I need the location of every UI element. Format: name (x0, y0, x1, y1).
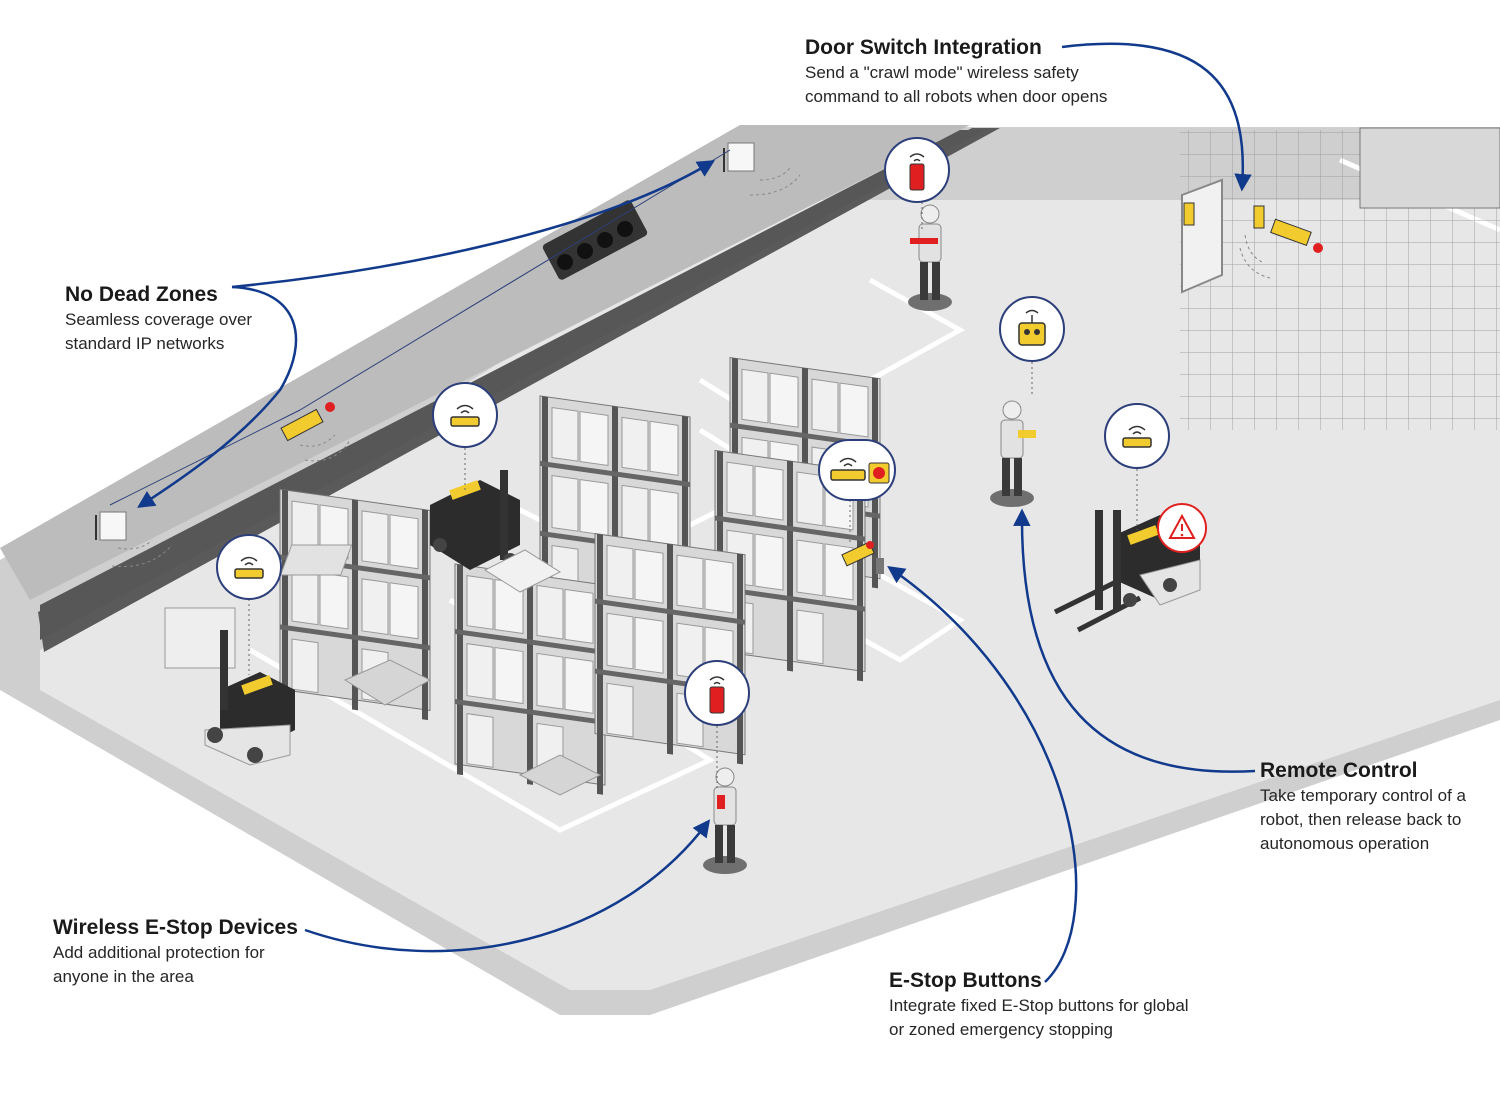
rack-estop-button (866, 541, 874, 549)
estop-buttons-connector (887, 566, 1078, 983)
rack-front-right (594, 533, 746, 766)
callout-title: Door Switch Integration (805, 36, 1042, 59)
wifi-access-point-icon (216, 534, 282, 600)
estop-button-icon (830, 457, 890, 484)
access-point-badge-right (1104, 403, 1170, 469)
worker-estop-handheld (717, 795, 725, 809)
wireless-estop-remote-icon (684, 660, 750, 726)
wifi-access-point-icon (432, 382, 498, 448)
no-dead-zones-connector-up (231, 160, 715, 289)
wifi-access-point-icon (1104, 403, 1170, 469)
wall-access-point-top (727, 142, 755, 172)
estop-button-badge (818, 439, 896, 501)
worker-remote-controller (1018, 430, 1036, 438)
callout-wireless-estop: Wireless E-Stop Devices Add additional p… (53, 915, 313, 989)
wall-estop-device (280, 408, 324, 442)
estop-handheld-badge-front (684, 660, 750, 726)
robot-remote-badge (999, 296, 1065, 362)
callout-description: Add additional protection for anyone in … (53, 943, 265, 986)
door-switch-transmitter (1270, 218, 1312, 247)
callout-door-switch: Door Switch Integration Send a "crawl mo… (805, 35, 1165, 109)
fence-door (1181, 178, 1223, 294)
back-rack-behind-fence (1359, 127, 1500, 209)
aisle-dark (40, 130, 985, 640)
door-switch-right (1253, 205, 1265, 229)
callout-description: Send a "crawl mode" wireless safety comm… (805, 63, 1108, 106)
wireless-estop-remote-icon (884, 137, 950, 203)
robot-left (164, 607, 295, 766)
callout-title: Remote Control (1260, 759, 1418, 782)
wall-estop-button (325, 402, 335, 412)
callout-remote-control: Remote Control Take temporary control of… (1260, 758, 1490, 856)
warning-badge (1157, 503, 1207, 553)
warning-triangle-icon (1168, 513, 1196, 539)
loading-aisle (38, 128, 1000, 652)
wall-access-point-left (99, 511, 127, 541)
callout-no-dead-zones: No Dead Zones Seamless coverage over sta… (65, 282, 275, 356)
robot-remote-control-icon (1018, 309, 1046, 346)
callout-description: Integrate fixed E-Stop buttons for globa… (889, 996, 1189, 1039)
callout-title: No Dead Zones (65, 283, 218, 306)
wall-top-band (0, 125, 970, 600)
remote-control-connector (1013, 508, 1256, 773)
callout-title: E-Stop Buttons (889, 969, 1042, 992)
door-switch-left (1183, 202, 1195, 226)
door-switch-connector (1061, 42, 1252, 192)
estop-handheld-badge-top (884, 137, 950, 203)
no-dead-zones-connector-down (137, 285, 298, 508)
access-point-badge-left (216, 534, 282, 600)
door-estop-button (1313, 243, 1323, 253)
pallet-left (343, 659, 432, 706)
pallet-front (518, 754, 602, 796)
callout-description: Take temporary control of a robot, then … (1260, 786, 1466, 853)
pallet-center (483, 549, 562, 593)
rack-front-mid (454, 563, 606, 796)
wireless-estop-connector (304, 819, 711, 953)
access-point-badge-center (432, 382, 498, 448)
callout-description: Seamless coverage over standard IP netwo… (65, 310, 253, 353)
rack-estop-panel (876, 558, 884, 574)
worker-top-handheld (910, 238, 938, 244)
callout-estop-buttons: E-Stop Buttons Integrate fixed E-Stop bu… (889, 968, 1209, 1042)
callout-title: Wireless E-Stop Devices (53, 916, 298, 939)
